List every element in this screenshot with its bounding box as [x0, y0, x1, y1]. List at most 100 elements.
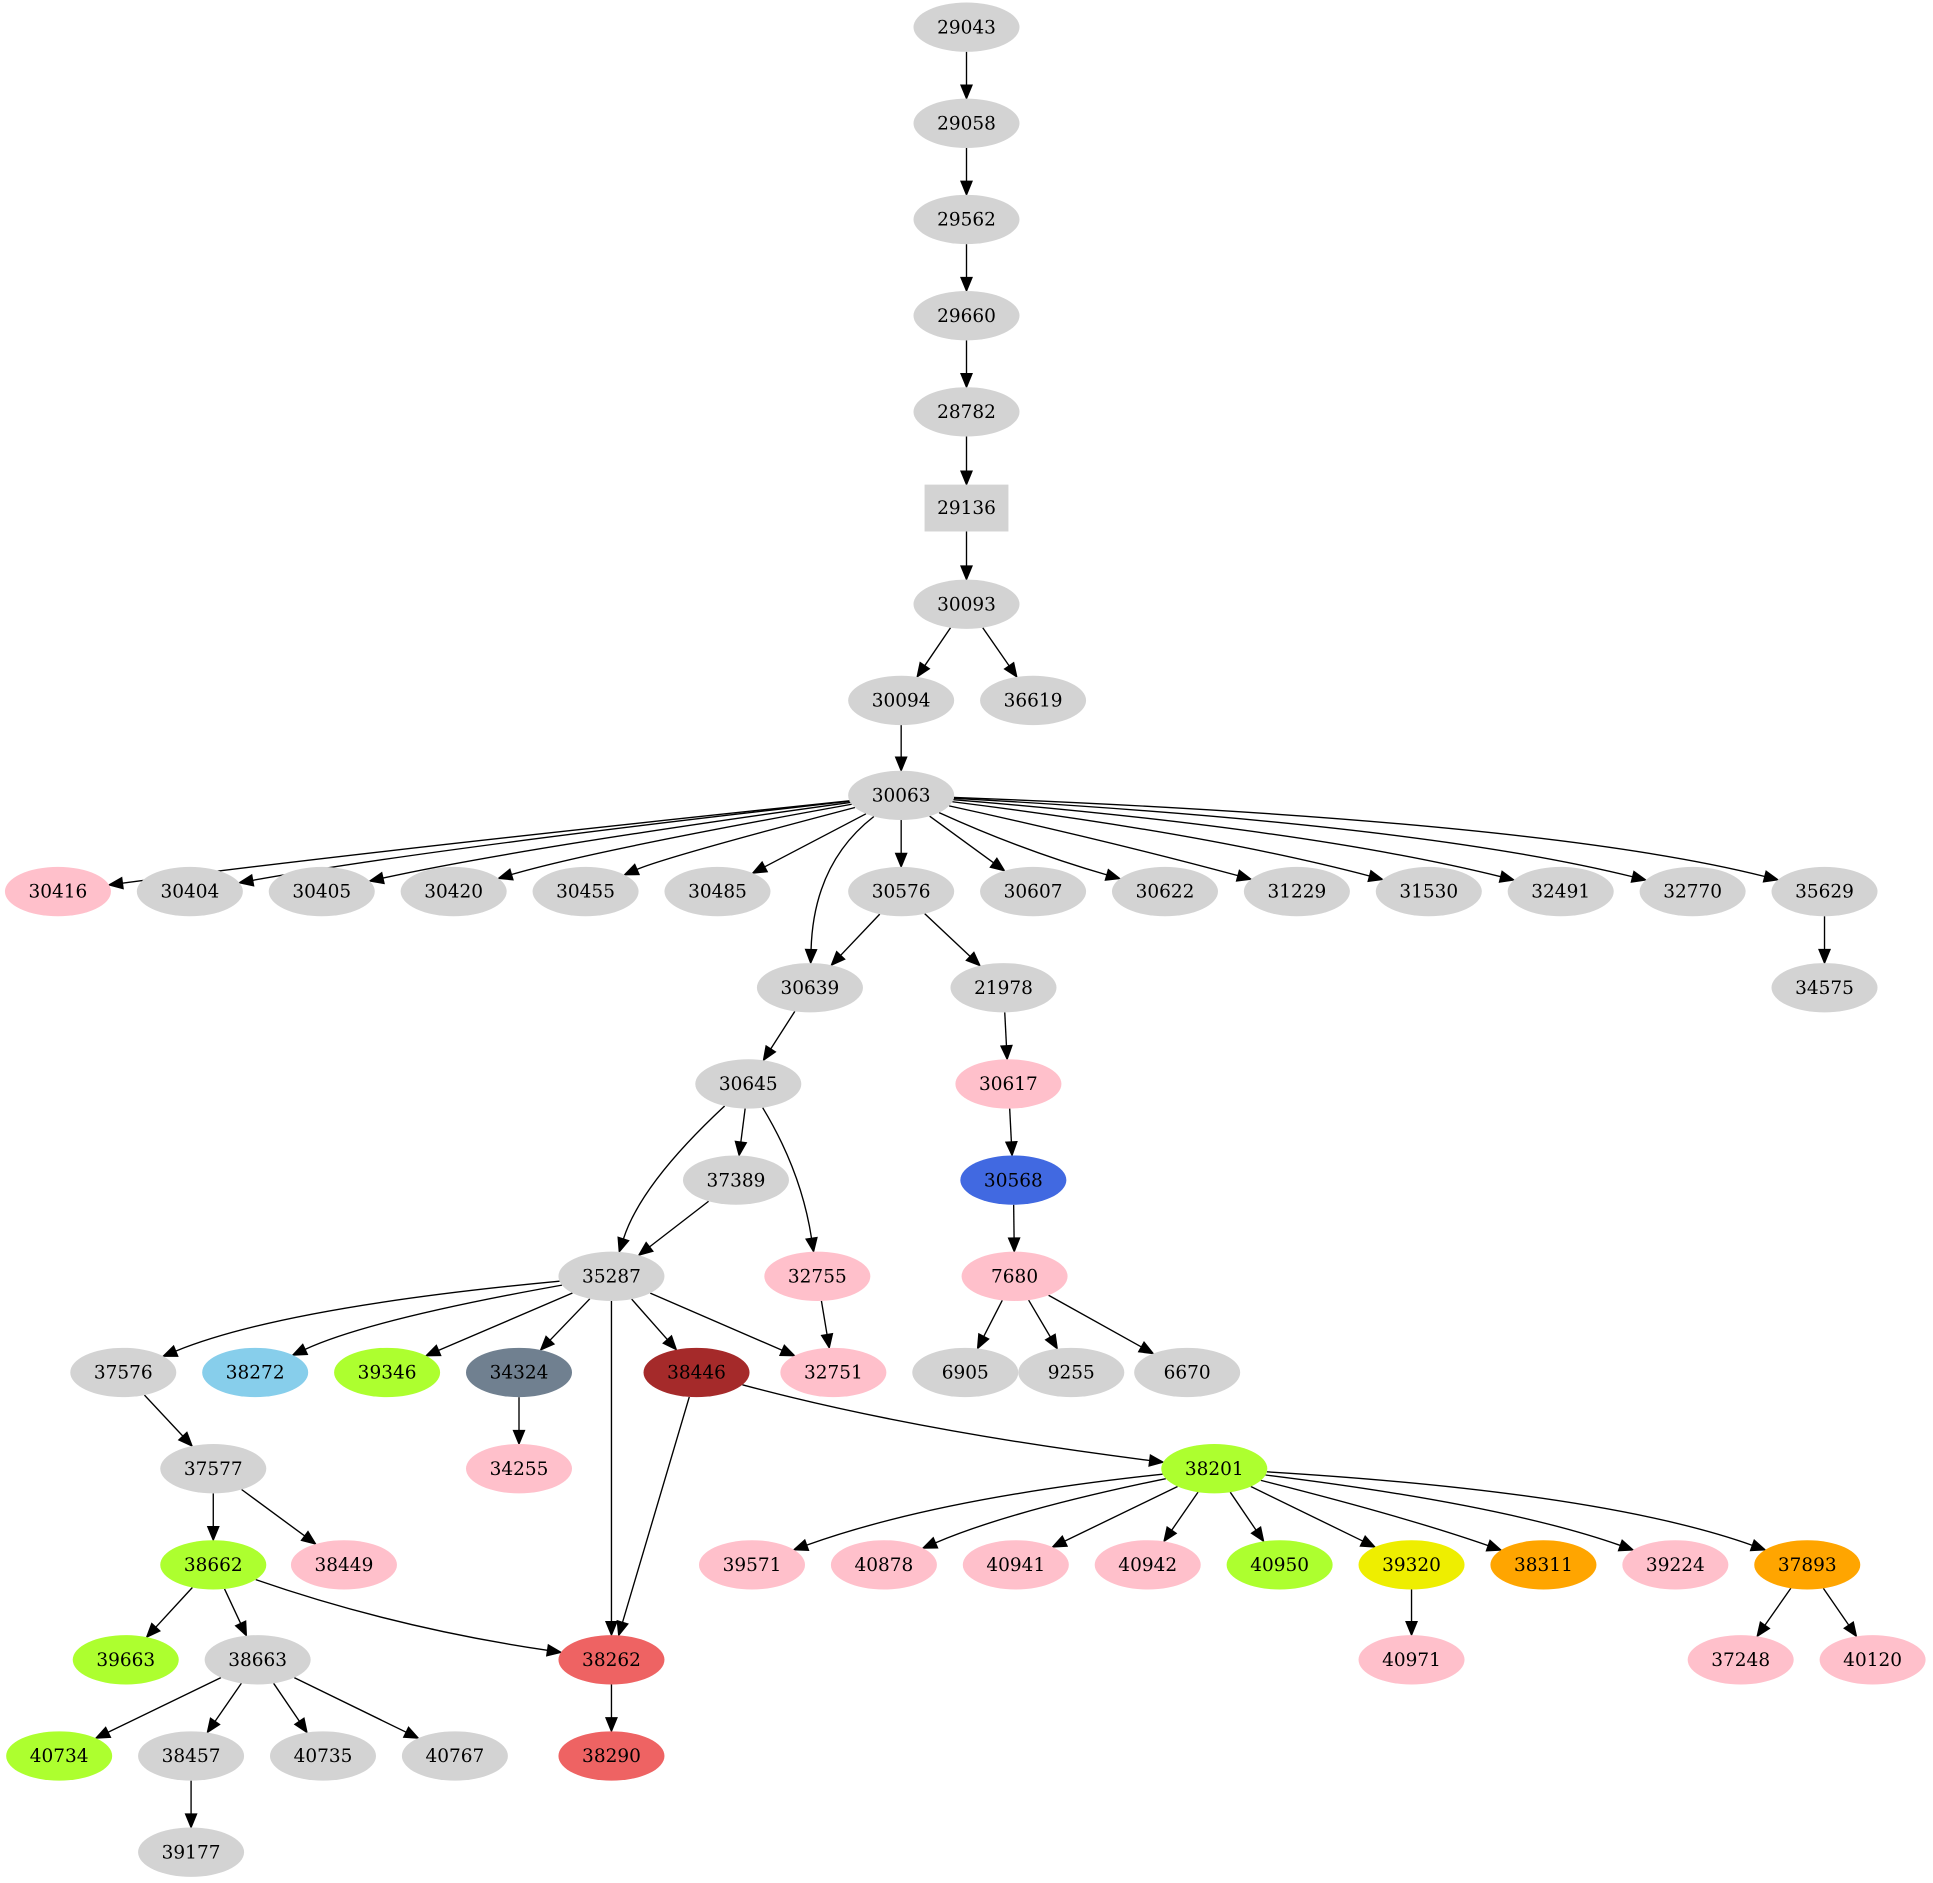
- node-ellipse-shape: [532, 866, 639, 917]
- node-30622[interactable]: 30622: [1111, 866, 1218, 917]
- node-30094[interactable]: 30094: [848, 675, 955, 726]
- arrowhead-icon: [300, 1530, 317, 1545]
- edge-line: [223, 1588, 242, 1624]
- node-label: 38449: [315, 1555, 374, 1576]
- node-39177[interactable]: 39177: [138, 1827, 245, 1877]
- node-32491[interactable]: 32491: [1507, 866, 1614, 917]
- node-30093[interactable]: 30093: [913, 579, 1020, 629]
- node-32755[interactable]: 32755: [764, 1251, 871, 1301]
- node-30416[interactable]: 30416: [4, 866, 111, 917]
- node-6905[interactable]: 6905: [912, 1347, 1019, 1398]
- node-30404[interactable]: 30404: [136, 866, 243, 917]
- node-ellipse-shape: [961, 1251, 1068, 1301]
- node-30576[interactable]: 30576: [848, 866, 955, 917]
- node-ellipse-shape: [136, 866, 243, 917]
- node-29136[interactable]: 29136: [924, 484, 1009, 532]
- node-34324[interactable]: 34324: [465, 1347, 573, 1398]
- edge-line: [273, 1682, 300, 1722]
- node-label: 40767: [425, 1746, 484, 1767]
- node-38662[interactable]: 38662: [160, 1540, 267, 1590]
- node-32751[interactable]: 32751: [780, 1347, 887, 1398]
- node-40734[interactable]: 40734: [6, 1731, 113, 1781]
- edge-38662-38262: [255, 1578, 563, 1657]
- node-38446[interactable]: 38446: [643, 1347, 750, 1398]
- node-30568[interactable]: 30568: [960, 1155, 1067, 1205]
- node-28782[interactable]: 28782: [913, 387, 1020, 437]
- node-38449[interactable]: 38449: [290, 1540, 397, 1590]
- node-label: 30576: [872, 882, 931, 903]
- arrowhead-icon: [1003, 661, 1018, 679]
- node-ellipse-shape: [1094, 1540, 1201, 1590]
- node-29562[interactable]: 29562: [913, 194, 1020, 245]
- node-30617[interactable]: 30617: [955, 1059, 1062, 1109]
- node-39571[interactable]: 39571: [698, 1540, 806, 1590]
- edge-38201-39224: [1265, 1474, 1635, 1552]
- node-37389[interactable]: 37389: [682, 1155, 789, 1205]
- node-38262[interactable]: 38262: [558, 1635, 665, 1685]
- node-38663[interactable]: 38663: [204, 1635, 311, 1685]
- node-34255[interactable]: 34255: [465, 1444, 573, 1494]
- edge-29058-29562: [960, 147, 973, 197]
- node-30645[interactable]: 30645: [695, 1059, 802, 1109]
- node-40971[interactable]: 40971: [1358, 1635, 1465, 1685]
- node-40735[interactable]: 40735: [269, 1731, 376, 1781]
- node-39224[interactable]: 39224: [1622, 1540, 1729, 1590]
- node-40120[interactable]: 40120: [1819, 1635, 1926, 1685]
- node-30420[interactable]: 30420: [400, 866, 507, 917]
- node-30063[interactable]: 30063: [848, 770, 955, 821]
- edge-30063-30485: [751, 813, 867, 874]
- node-ellipse-shape: [962, 1540, 1069, 1590]
- node-38272[interactable]: 38272: [202, 1347, 309, 1398]
- edge-30063-35629: [953, 796, 1780, 883]
- node-label: 6670: [1164, 1363, 1211, 1384]
- node-38457[interactable]: 38457: [138, 1731, 245, 1781]
- node-37248[interactable]: 37248: [1687, 1635, 1794, 1685]
- node-30485[interactable]: 30485: [664, 866, 771, 917]
- node-7680[interactable]: 7680: [961, 1251, 1068, 1301]
- node-36619[interactable]: 36619: [980, 675, 1087, 726]
- node-label: 30093: [937, 594, 996, 615]
- node-29058[interactable]: 29058: [913, 98, 1020, 148]
- node-40942[interactable]: 40942: [1094, 1540, 1201, 1590]
- node-31229[interactable]: 31229: [1243, 866, 1350, 917]
- edge-21978-30617: [999, 1012, 1013, 1061]
- node-40878[interactable]: 40878: [830, 1540, 937, 1590]
- node-38311[interactable]: 38311: [1490, 1540, 1597, 1590]
- node-30405[interactable]: 30405: [268, 866, 375, 917]
- node-30639[interactable]: 30639: [756, 963, 863, 1013]
- arrowhead-icon: [916, 661, 931, 679]
- node-29043[interactable]: 29043: [913, 2, 1020, 52]
- node-ellipse-shape: [682, 1155, 789, 1205]
- node-39346[interactable]: 39346: [334, 1347, 441, 1398]
- node-6670[interactable]: 6670: [1134, 1347, 1241, 1398]
- node-ellipse-shape: [269, 1731, 376, 1781]
- node-40767[interactable]: 40767: [401, 1731, 508, 1781]
- node-31530[interactable]: 31530: [1375, 866, 1482, 917]
- arrowhead-icon: [368, 871, 385, 885]
- node-35629[interactable]: 35629: [1771, 866, 1878, 917]
- node-29660[interactable]: 29660: [913, 291, 1020, 341]
- arrowhead-icon: [976, 1332, 990, 1350]
- node-37576[interactable]: 37576: [70, 1347, 177, 1398]
- node-9255[interactable]: 9255: [1018, 1347, 1125, 1398]
- node-39663[interactable]: 39663: [72, 1635, 179, 1685]
- node-30607[interactable]: 30607: [980, 866, 1087, 917]
- arrowhead-icon: [960, 180, 973, 197]
- node-39320[interactable]: 39320: [1358, 1540, 1465, 1590]
- node-label: 6905: [942, 1363, 989, 1384]
- node-30455[interactable]: 30455: [532, 866, 639, 917]
- arrowhead-icon: [424, 1344, 442, 1357]
- node-34575[interactable]: 34575: [1771, 963, 1878, 1013]
- node-40950[interactable]: 40950: [1226, 1540, 1333, 1590]
- node-label: 29562: [937, 210, 996, 231]
- node-35287[interactable]: 35287: [558, 1251, 665, 1301]
- edge-line: [742, 1384, 1150, 1462]
- node-38201[interactable]: 38201: [1161, 1444, 1268, 1494]
- node-21978[interactable]: 21978: [950, 963, 1057, 1013]
- node-40941[interactable]: 40941: [962, 1540, 1069, 1590]
- node-37577[interactable]: 37577: [160, 1444, 267, 1494]
- node-32770[interactable]: 32770: [1639, 866, 1746, 917]
- node-37893[interactable]: 37893: [1754, 1540, 1861, 1590]
- node-38290[interactable]: 38290: [558, 1731, 665, 1781]
